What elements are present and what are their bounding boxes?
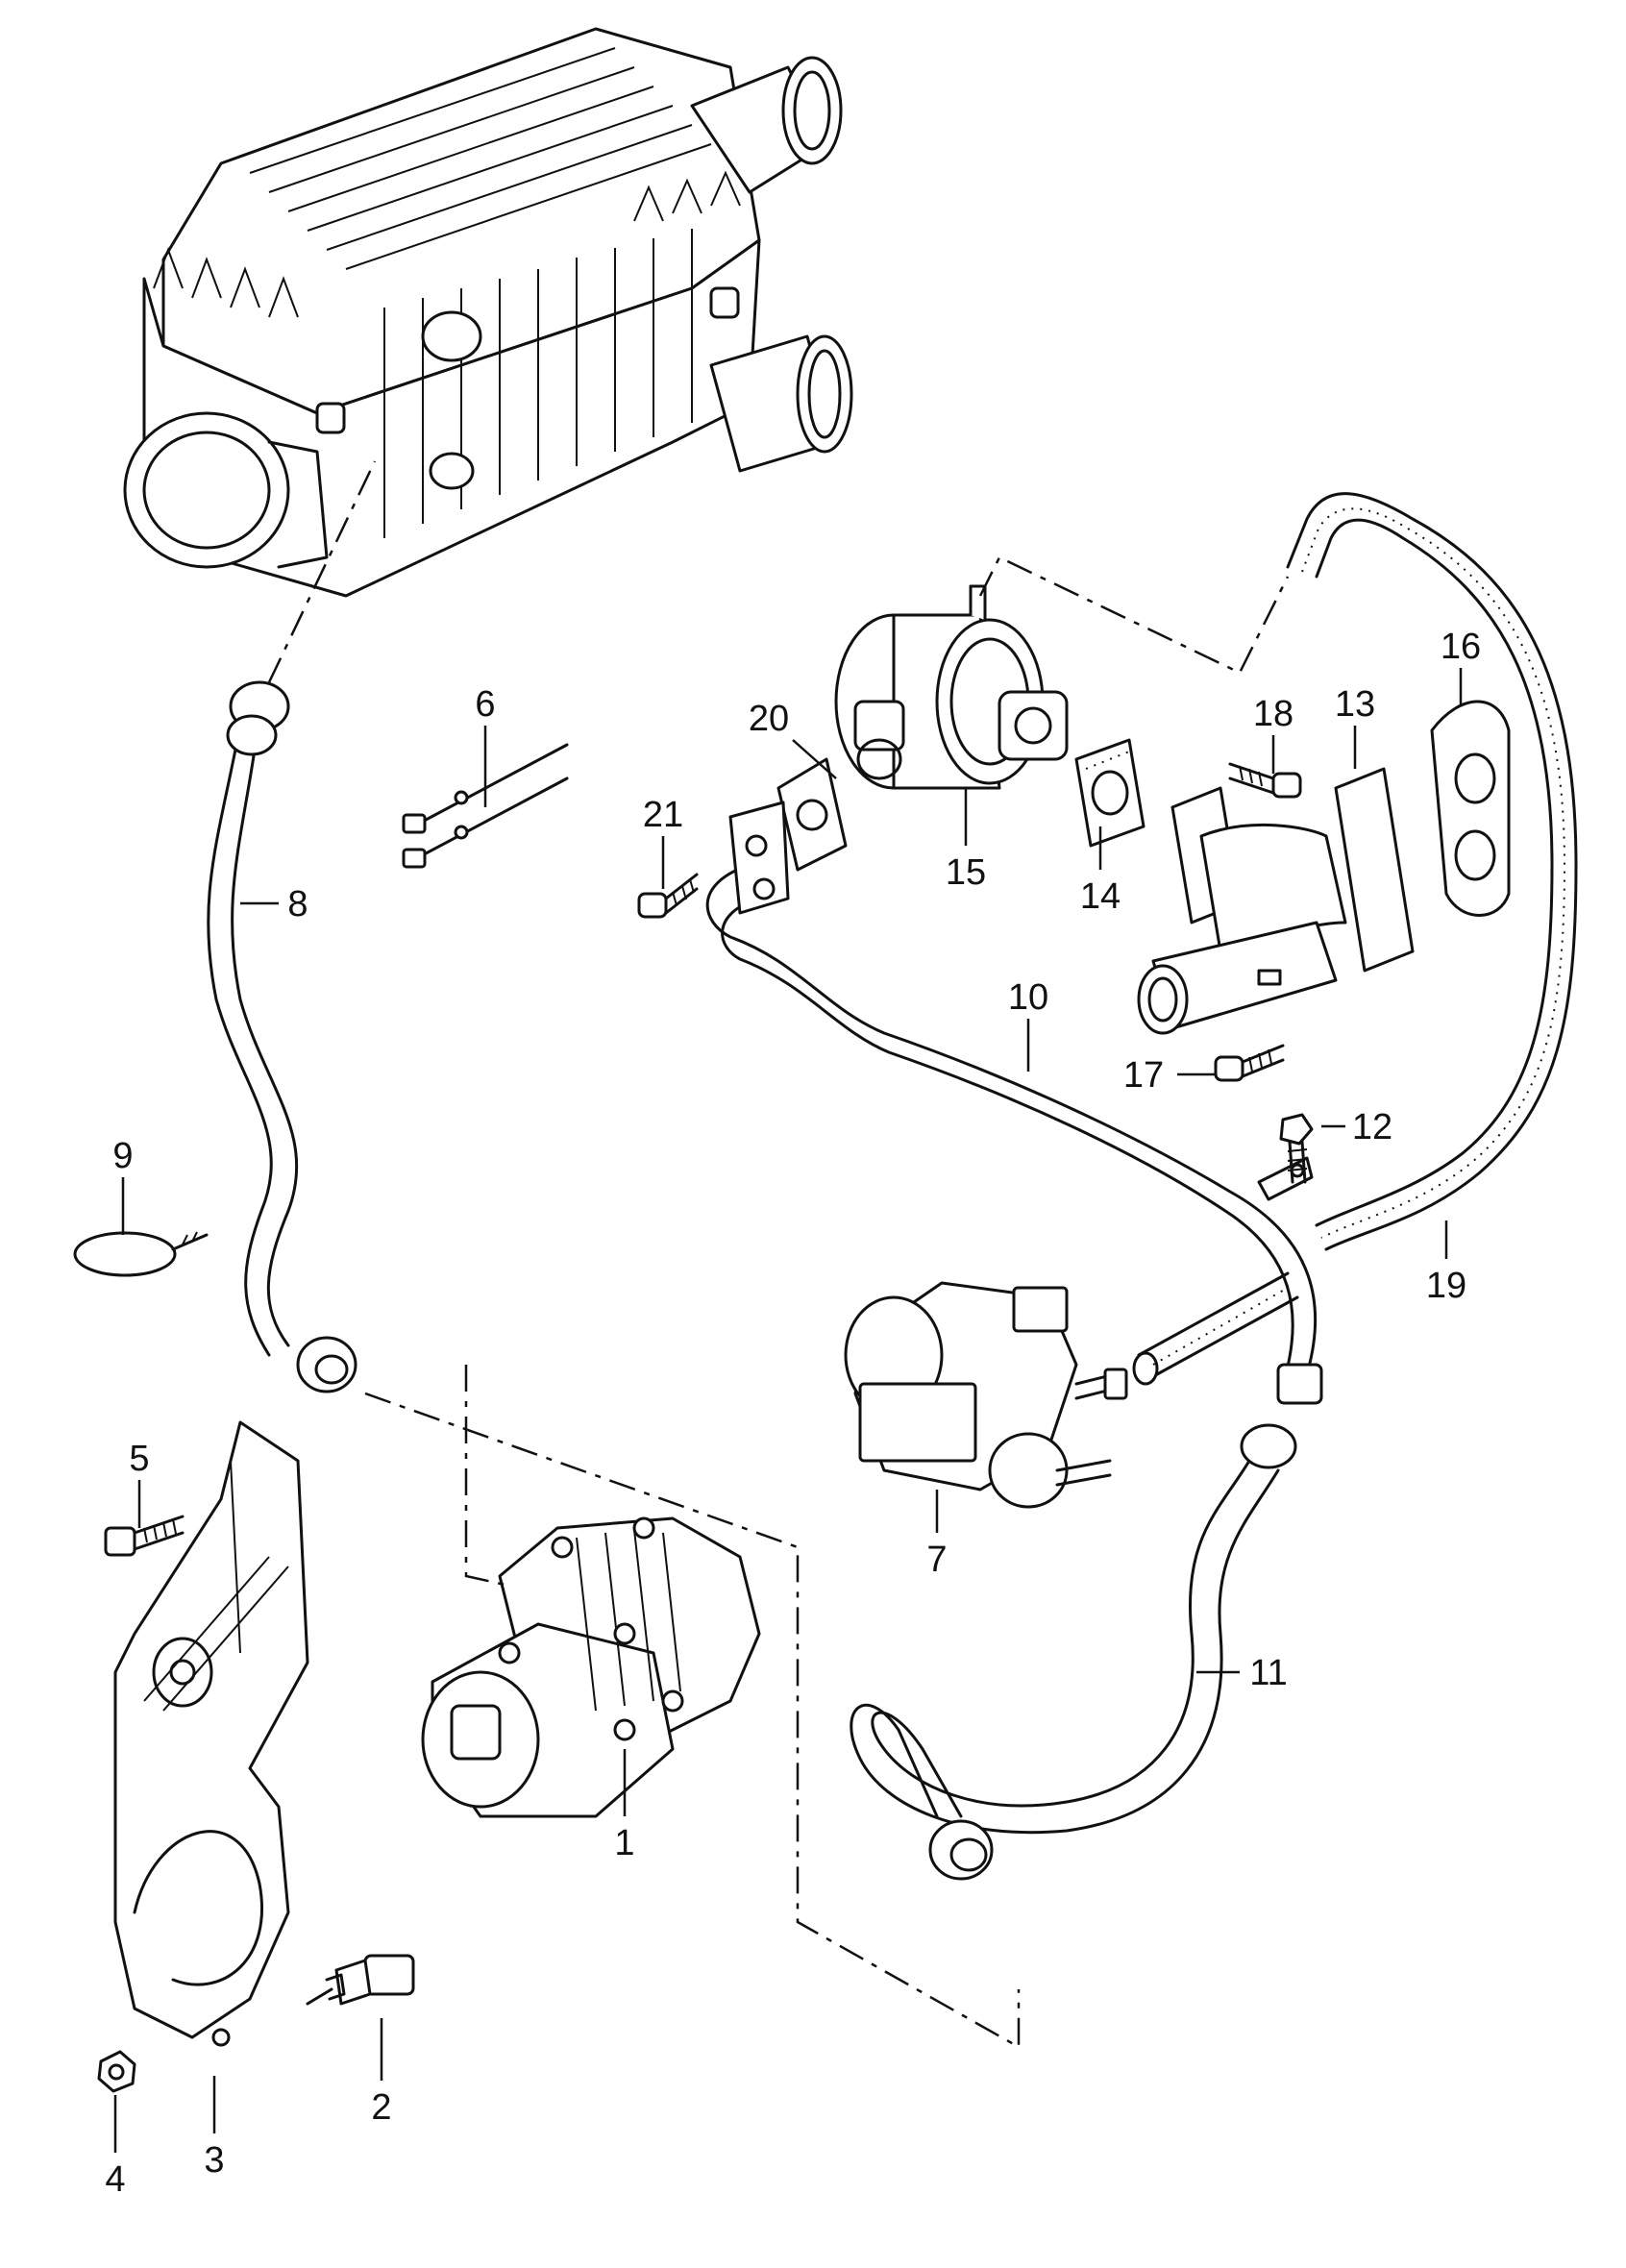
nut-4	[97, 2050, 136, 2093]
callout-13: 13	[1335, 684, 1375, 725]
callout-14: 14	[1080, 876, 1121, 917]
air-filter-housing	[123, 27, 853, 598]
cable-ties-6	[402, 743, 569, 869]
egr-valve-15	[834, 584, 1069, 790]
hose-19	[1286, 492, 1578, 1251]
pipe-flange	[728, 801, 790, 915]
bolt-12	[1279, 1113, 1314, 1184]
callout-8: 8	[287, 884, 308, 924]
clamp-9	[73, 1231, 209, 1277]
callout-10: 10	[1008, 977, 1048, 1018]
bolt-21	[637, 873, 699, 919]
sensor-2	[306, 1954, 415, 2006]
callout-6: 6	[475, 684, 495, 725]
screw-5	[104, 1515, 185, 1557]
gasket-14	[1074, 738, 1146, 848]
callout-16: 16	[1441, 627, 1481, 667]
valve-7	[844, 1281, 1128, 1509]
callout-5: 5	[129, 1439, 149, 1479]
pipe-13	[1137, 767, 1415, 1035]
callout-7: 7	[926, 1540, 947, 1580]
callout-15: 15	[946, 852, 986, 893]
callout-12: 12	[1352, 1107, 1392, 1147]
gasket-16	[1430, 700, 1511, 917]
callout-2: 2	[371, 2087, 391, 2128]
callout-4: 4	[105, 2159, 125, 2200]
assembly-lines	[267, 460, 1290, 2050]
air-pump-1	[421, 1516, 761, 1818]
callout-3: 3	[204, 2140, 224, 2181]
callout-21: 21	[643, 795, 683, 835]
callout-1: 1	[614, 1823, 634, 1863]
bolt-17	[1214, 1044, 1285, 1082]
bracket-3	[113, 1420, 309, 2047]
hose-to-valve-7	[1132, 1271, 1299, 1386]
callout-11: 11	[1249, 1653, 1287, 1693]
callout-18: 18	[1253, 694, 1293, 734]
callout-9: 9	[112, 1136, 133, 1176]
pipe-10	[705, 863, 1323, 1405]
hose-11	[850, 1423, 1297, 1881]
callout-19: 19	[1426, 1266, 1466, 1306]
leader-lines	[113, 668, 1463, 2153]
bolt-18	[1228, 762, 1302, 799]
gasket-20	[776, 757, 848, 872]
callout-20: 20	[749, 699, 789, 739]
hose-8	[207, 680, 357, 1393]
callouts: 1 2 3 4 5 6 7 8 9 10 11 12 13 14 15 16 1…	[105, 627, 1481, 2200]
callout-17: 17	[1123, 1055, 1164, 1096]
